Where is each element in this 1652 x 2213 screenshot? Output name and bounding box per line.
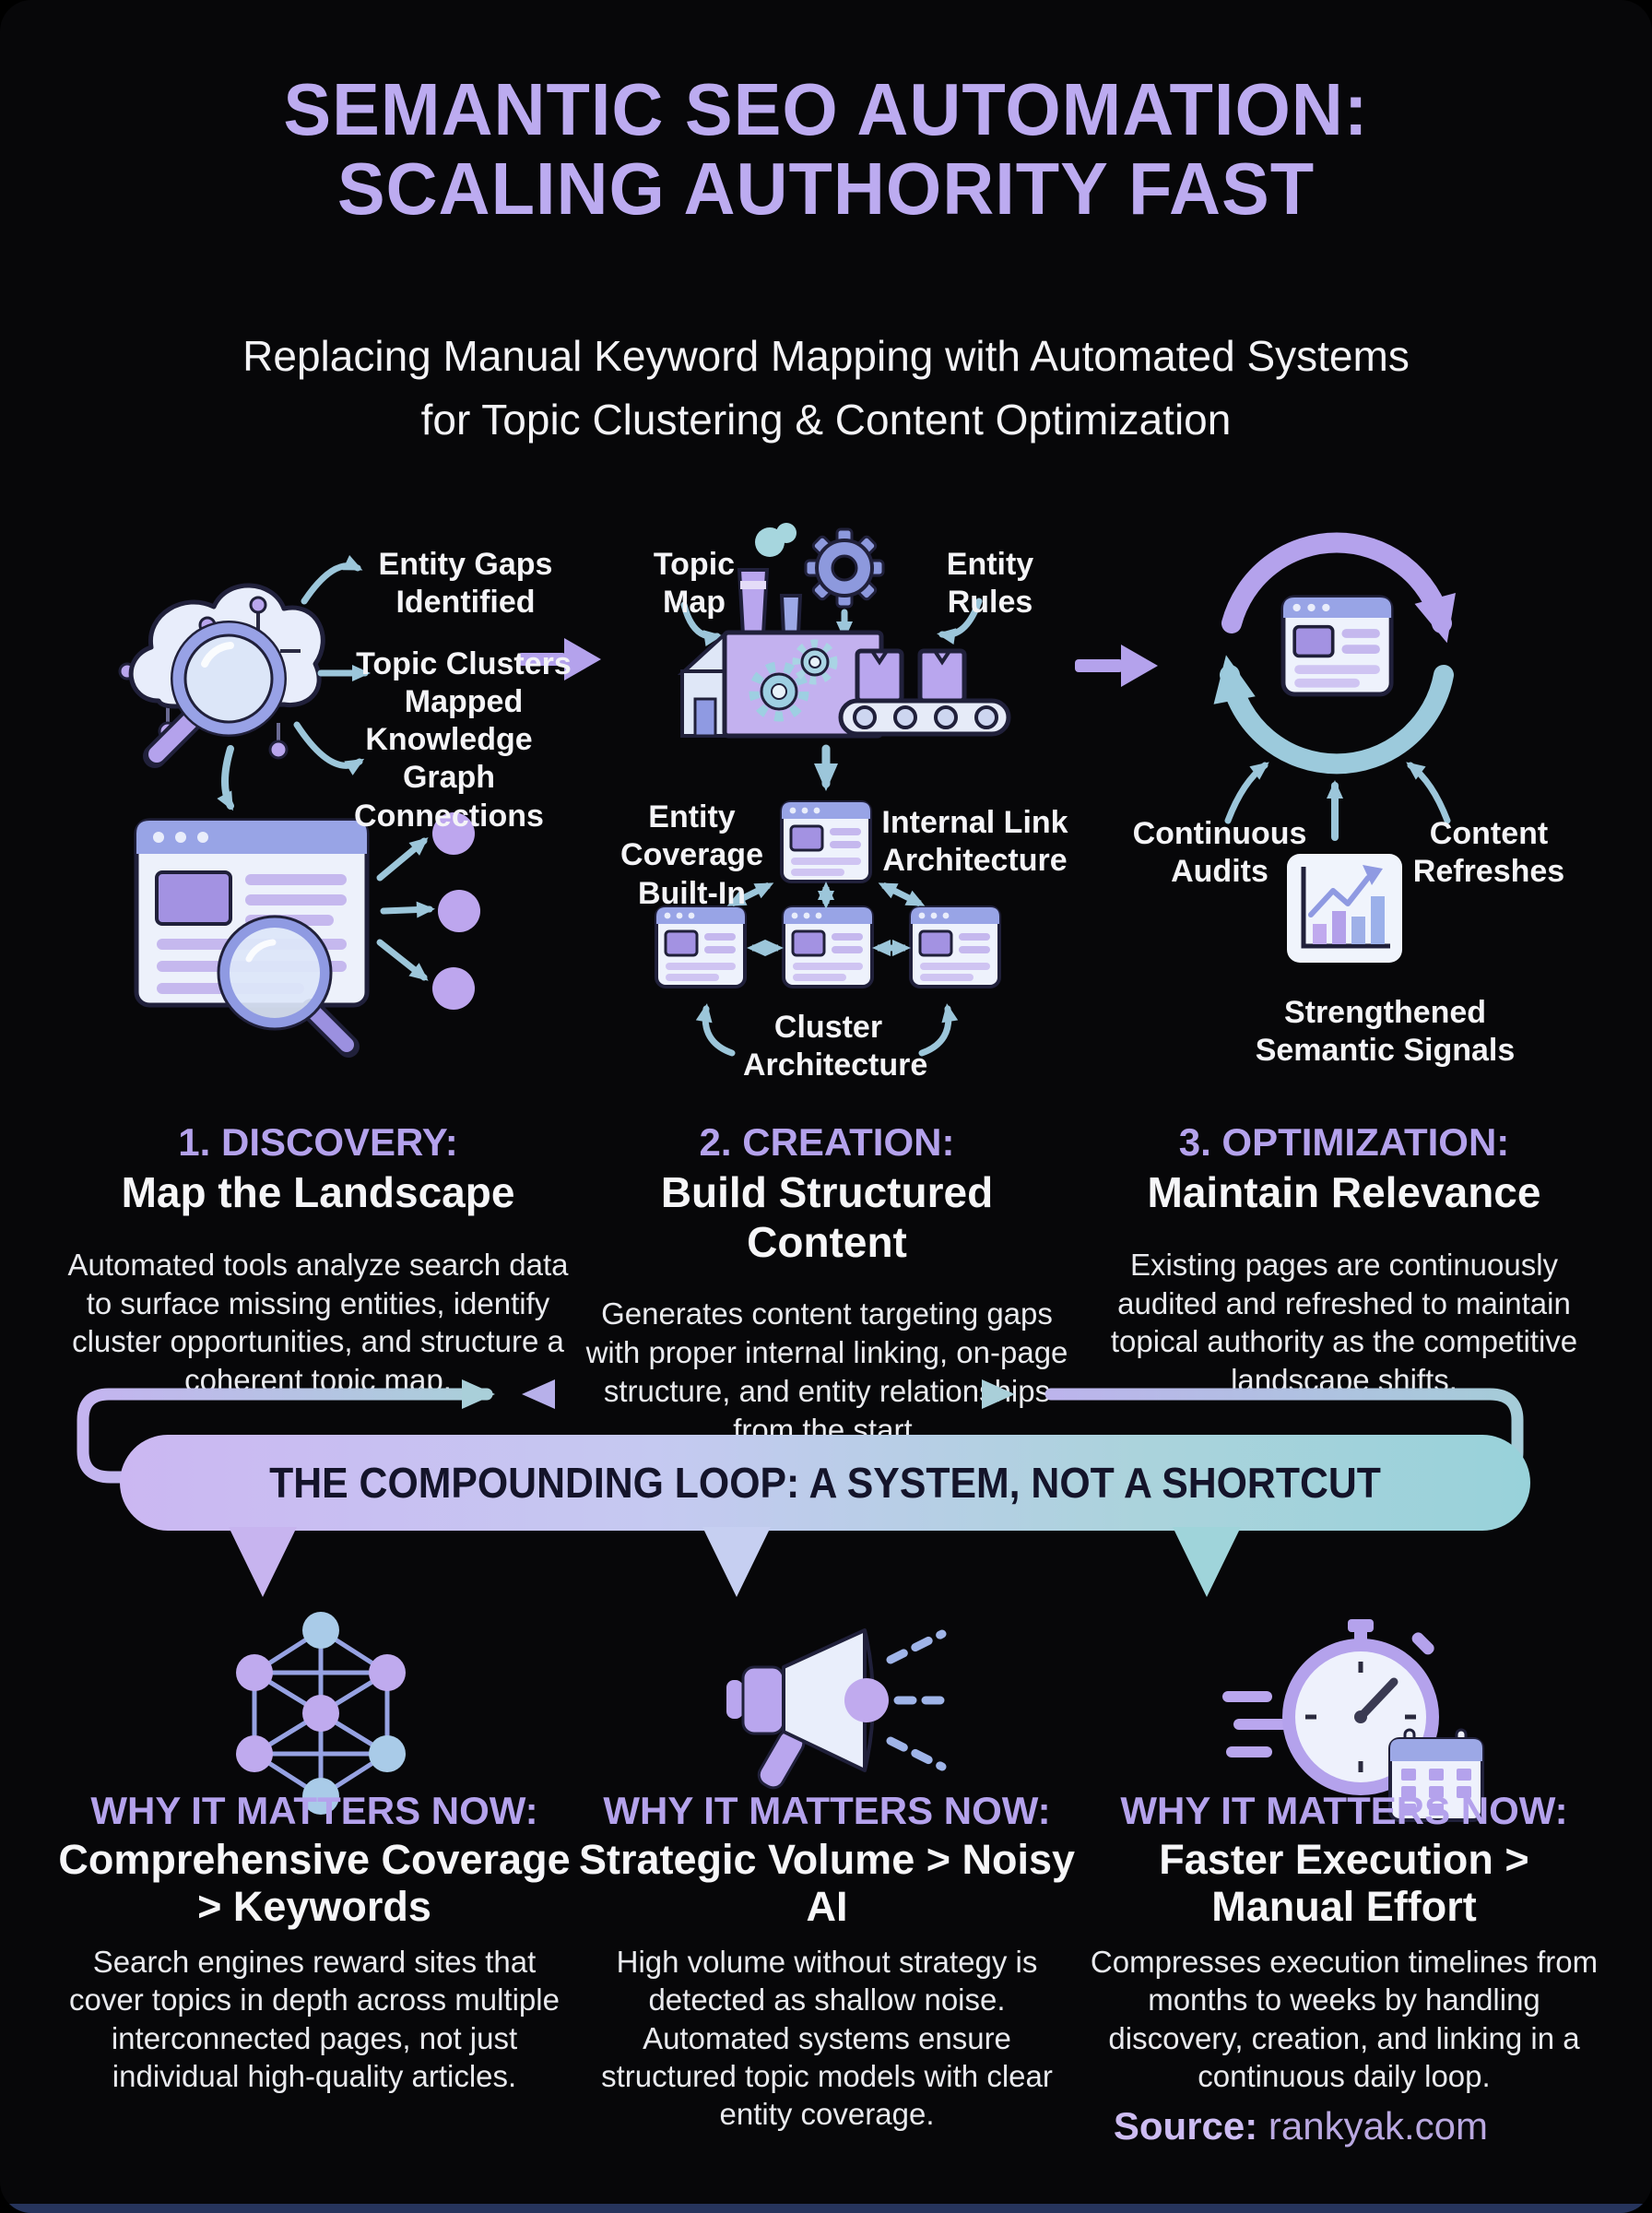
label-entity-coverage: Entity Coverage Built-In: [620, 799, 763, 911]
cloud-search-icon: [118, 583, 325, 768]
label-entity-rules: Entity Rules: [946, 547, 1034, 621]
label-topic-clusters: Topic Clusters Mapped: [356, 646, 572, 720]
flow-illustration: [118, 523, 1456, 1058]
bar-chart-icon: [1287, 854, 1402, 963]
why-heading: WHY IT MATTERS NOW:: [90, 1789, 538, 1832]
label-topic-map: Topic Map: [653, 547, 736, 621]
label-continuous-audits: Continuous Audits: [1132, 816, 1307, 890]
stage-optimization: 3. OPTIMIZATION: Maintain Relevance Exis…: [1088, 1120, 1600, 1400]
subtitle-line-1: Replacing Manual Keyword Mapping with Au…: [242, 332, 1410, 380]
page-subtitle: Replacing Manual Keyword Mapping with Au…: [0, 325, 1652, 452]
why-faster-execution: WHY IT MATTERS NOW: Faster Execution > M…: [1088, 1789, 1600, 2095]
factory-icon: [677, 523, 1011, 739]
why-title: Faster Execution > Manual Effort: [1159, 1836, 1529, 1930]
why-title: Comprehensive Coverage > Keywords: [58, 1836, 571, 1930]
source-label: Source:: [1113, 2104, 1258, 2148]
source-credit: Source: rankyak.com: [1114, 2104, 1488, 2148]
why-heading: WHY IT MATTERS NOW:: [1120, 1789, 1568, 1832]
arrow-continuous-audits: [1224, 762, 1269, 824]
label-internal-link: Internal Link Architecture: [881, 805, 1068, 879]
arrow-to-knowledge-graph: [293, 721, 365, 775]
label-content-refreshes: Content Refreshes: [1412, 816, 1565, 890]
stage-title: Map the Landscape: [121, 1168, 515, 1217]
arrow-topic-map-to-factory: [680, 601, 723, 647]
why-strategic-volume: WHY IT MATTERS NOW: Strategic Volume > N…: [573, 1789, 1080, 2133]
compounding-loop-banner: THE COMPOUNDING LOOP: A SYSTEM, NOT A SH…: [120, 1435, 1530, 1531]
why-icons-row: [236, 1612, 1484, 1822]
title-line-2: SCALING AUTHORITY FAST: [336, 147, 1316, 230]
megaphone-icon: [726, 1628, 958, 1790]
arrow-stage2-to-stage3: [1075, 645, 1158, 687]
bottom-strip: [0, 2204, 1652, 2213]
entity-nodes: [376, 812, 480, 1010]
stage-title: Build Structured Content: [660, 1168, 994, 1266]
stage-number: 2. CREATION:: [699, 1120, 955, 1164]
gear-icon: [804, 527, 885, 609]
webpage-search-icon: [134, 818, 370, 1058]
why-description: Compresses execution timelines from mont…: [1090, 1945, 1599, 2093]
label-entity-gaps: Entity Gaps Identified: [378, 547, 553, 621]
page-title: SEMANTIC SEO AUTOMATION: SCALING AUTHORI…: [25, 70, 1627, 228]
arrow-cloud-to-page: [217, 745, 234, 811]
linked-pages-cluster-icon: [655, 800, 1001, 1057]
stage-discovery: 1. DISCOVERY: Map the Landscape Automate…: [57, 1120, 579, 1400]
subtitle-line-2: for Topic Clustering & Content Optimizat…: [420, 396, 1232, 444]
label-cluster-architecture: Cluster Architecture: [743, 1010, 928, 1083]
label-knowledge-graph: Knowledge Graph Connections: [354, 722, 544, 834]
arrow-to-entity-gaps: [301, 554, 363, 605]
source-value: rankyak.com: [1268, 2104, 1488, 2148]
why-comprehensive-coverage: WHY IT MATTERS NOW: Comprehensive Covera…: [52, 1789, 577, 2095]
arrow-entity-rules-to-factory: [937, 598, 983, 645]
title-line-1: SEMANTIC SEO AUTOMATION:: [283, 68, 1369, 150]
arrow-content-refreshes: [1406, 762, 1451, 824]
label-strengthened-signals: Strengthened Semantic Signals: [1255, 995, 1516, 1069]
why-heading: WHY IT MATTERS NOW:: [603, 1789, 1051, 1832]
why-description: Search engines reward sites that cover t…: [69, 1945, 560, 2093]
knowledge-graph-icon: [236, 1612, 406, 1815]
arrow-stage1-to-stage2: [518, 638, 601, 680]
stopwatch-calendar-icon: [1222, 1619, 1484, 1822]
stage-number: 3. OPTIMIZATION:: [1178, 1120, 1510, 1164]
stage-number: 1. DISCOVERY:: [178, 1120, 458, 1164]
why-description: High volume without strategy is detected…: [601, 1945, 1053, 2132]
banner-text: THE COMPOUNDING LOOP: A SYSTEM, NOT A SH…: [269, 1459, 1381, 1507]
refresh-loop-icon: [1213, 532, 1456, 775]
stage-title: Maintain Relevance: [1147, 1168, 1541, 1217]
why-title: Strategic Volume > Noisy AI: [578, 1836, 1076, 1930]
